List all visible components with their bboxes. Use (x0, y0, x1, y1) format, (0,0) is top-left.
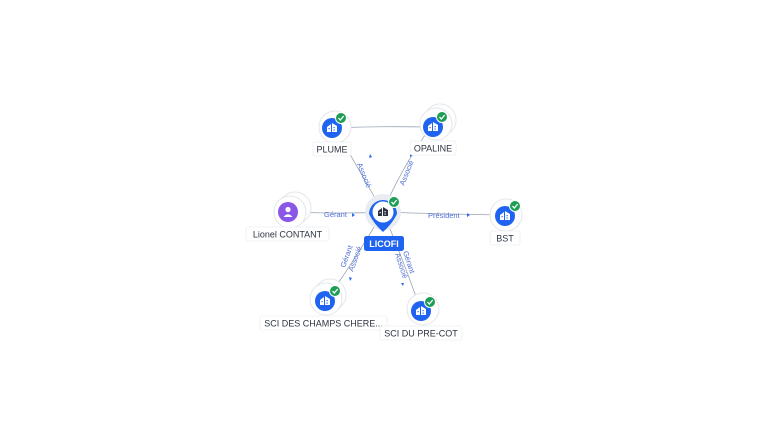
verified-check-icon (423, 295, 437, 309)
center-label: LICOFI (369, 239, 399, 249)
node-label-box (259, 315, 388, 331)
node-label-box (245, 226, 330, 242)
node-plume[interactable]: PLUME (312, 110, 352, 157)
arrow-champs (349, 277, 352, 281)
node-licofi-center[interactable]: LICOFI (364, 194, 404, 251)
arrow-precot (401, 283, 404, 286)
edge-label-plume: Associé (355, 161, 373, 189)
node-label-box (312, 141, 352, 157)
center-label-box (364, 236, 404, 251)
node-bst[interactable]: BST (489, 198, 523, 246)
node-label-sci-pre-cot: SCI DU PRE-COT (384, 329, 458, 339)
edge-arrows (349, 153, 470, 286)
node-label-bst: BST (496, 234, 514, 244)
arrow-bst (467, 213, 470, 217)
edge-label-opaline: Associé (398, 159, 416, 187)
person-icon (283, 206, 293, 217)
verified-check-icon (334, 111, 348, 125)
node-sci-des-champs[interactable]: SCI DES CHAMPS CHERE... (259, 278, 388, 331)
edge-labels: Associé Associé Gérant Président Gérant … (324, 159, 461, 280)
node-label-opaline: OPALINE (414, 144, 452, 154)
node-label-box (489, 230, 521, 246)
arrow-lionel (352, 213, 355, 217)
node-label-sci-champs: SCI DES CHAMPS CHERE... (264, 319, 383, 329)
node-label-plume: PLUME (316, 145, 347, 155)
edge-label-lionel: Gérant (324, 210, 348, 219)
node-label-box (409, 140, 457, 156)
verified-check-icon (328, 284, 342, 298)
node-label-lionel: Lionel CONTANT (253, 230, 323, 240)
node-opaline[interactable]: OPALINE (409, 103, 457, 156)
node-lionel-contant[interactable]: Lionel CONTANT (245, 191, 330, 242)
verified-check-icon (508, 199, 522, 213)
verified-check-icon (435, 110, 449, 124)
node-sci-du-pre-cot[interactable]: SCI DU PRE-COT (379, 292, 463, 341)
edge-label-bst: Président (428, 211, 461, 220)
arrow-plume (369, 154, 372, 158)
node-label-box (379, 325, 463, 341)
verified-check-icon (387, 195, 401, 209)
